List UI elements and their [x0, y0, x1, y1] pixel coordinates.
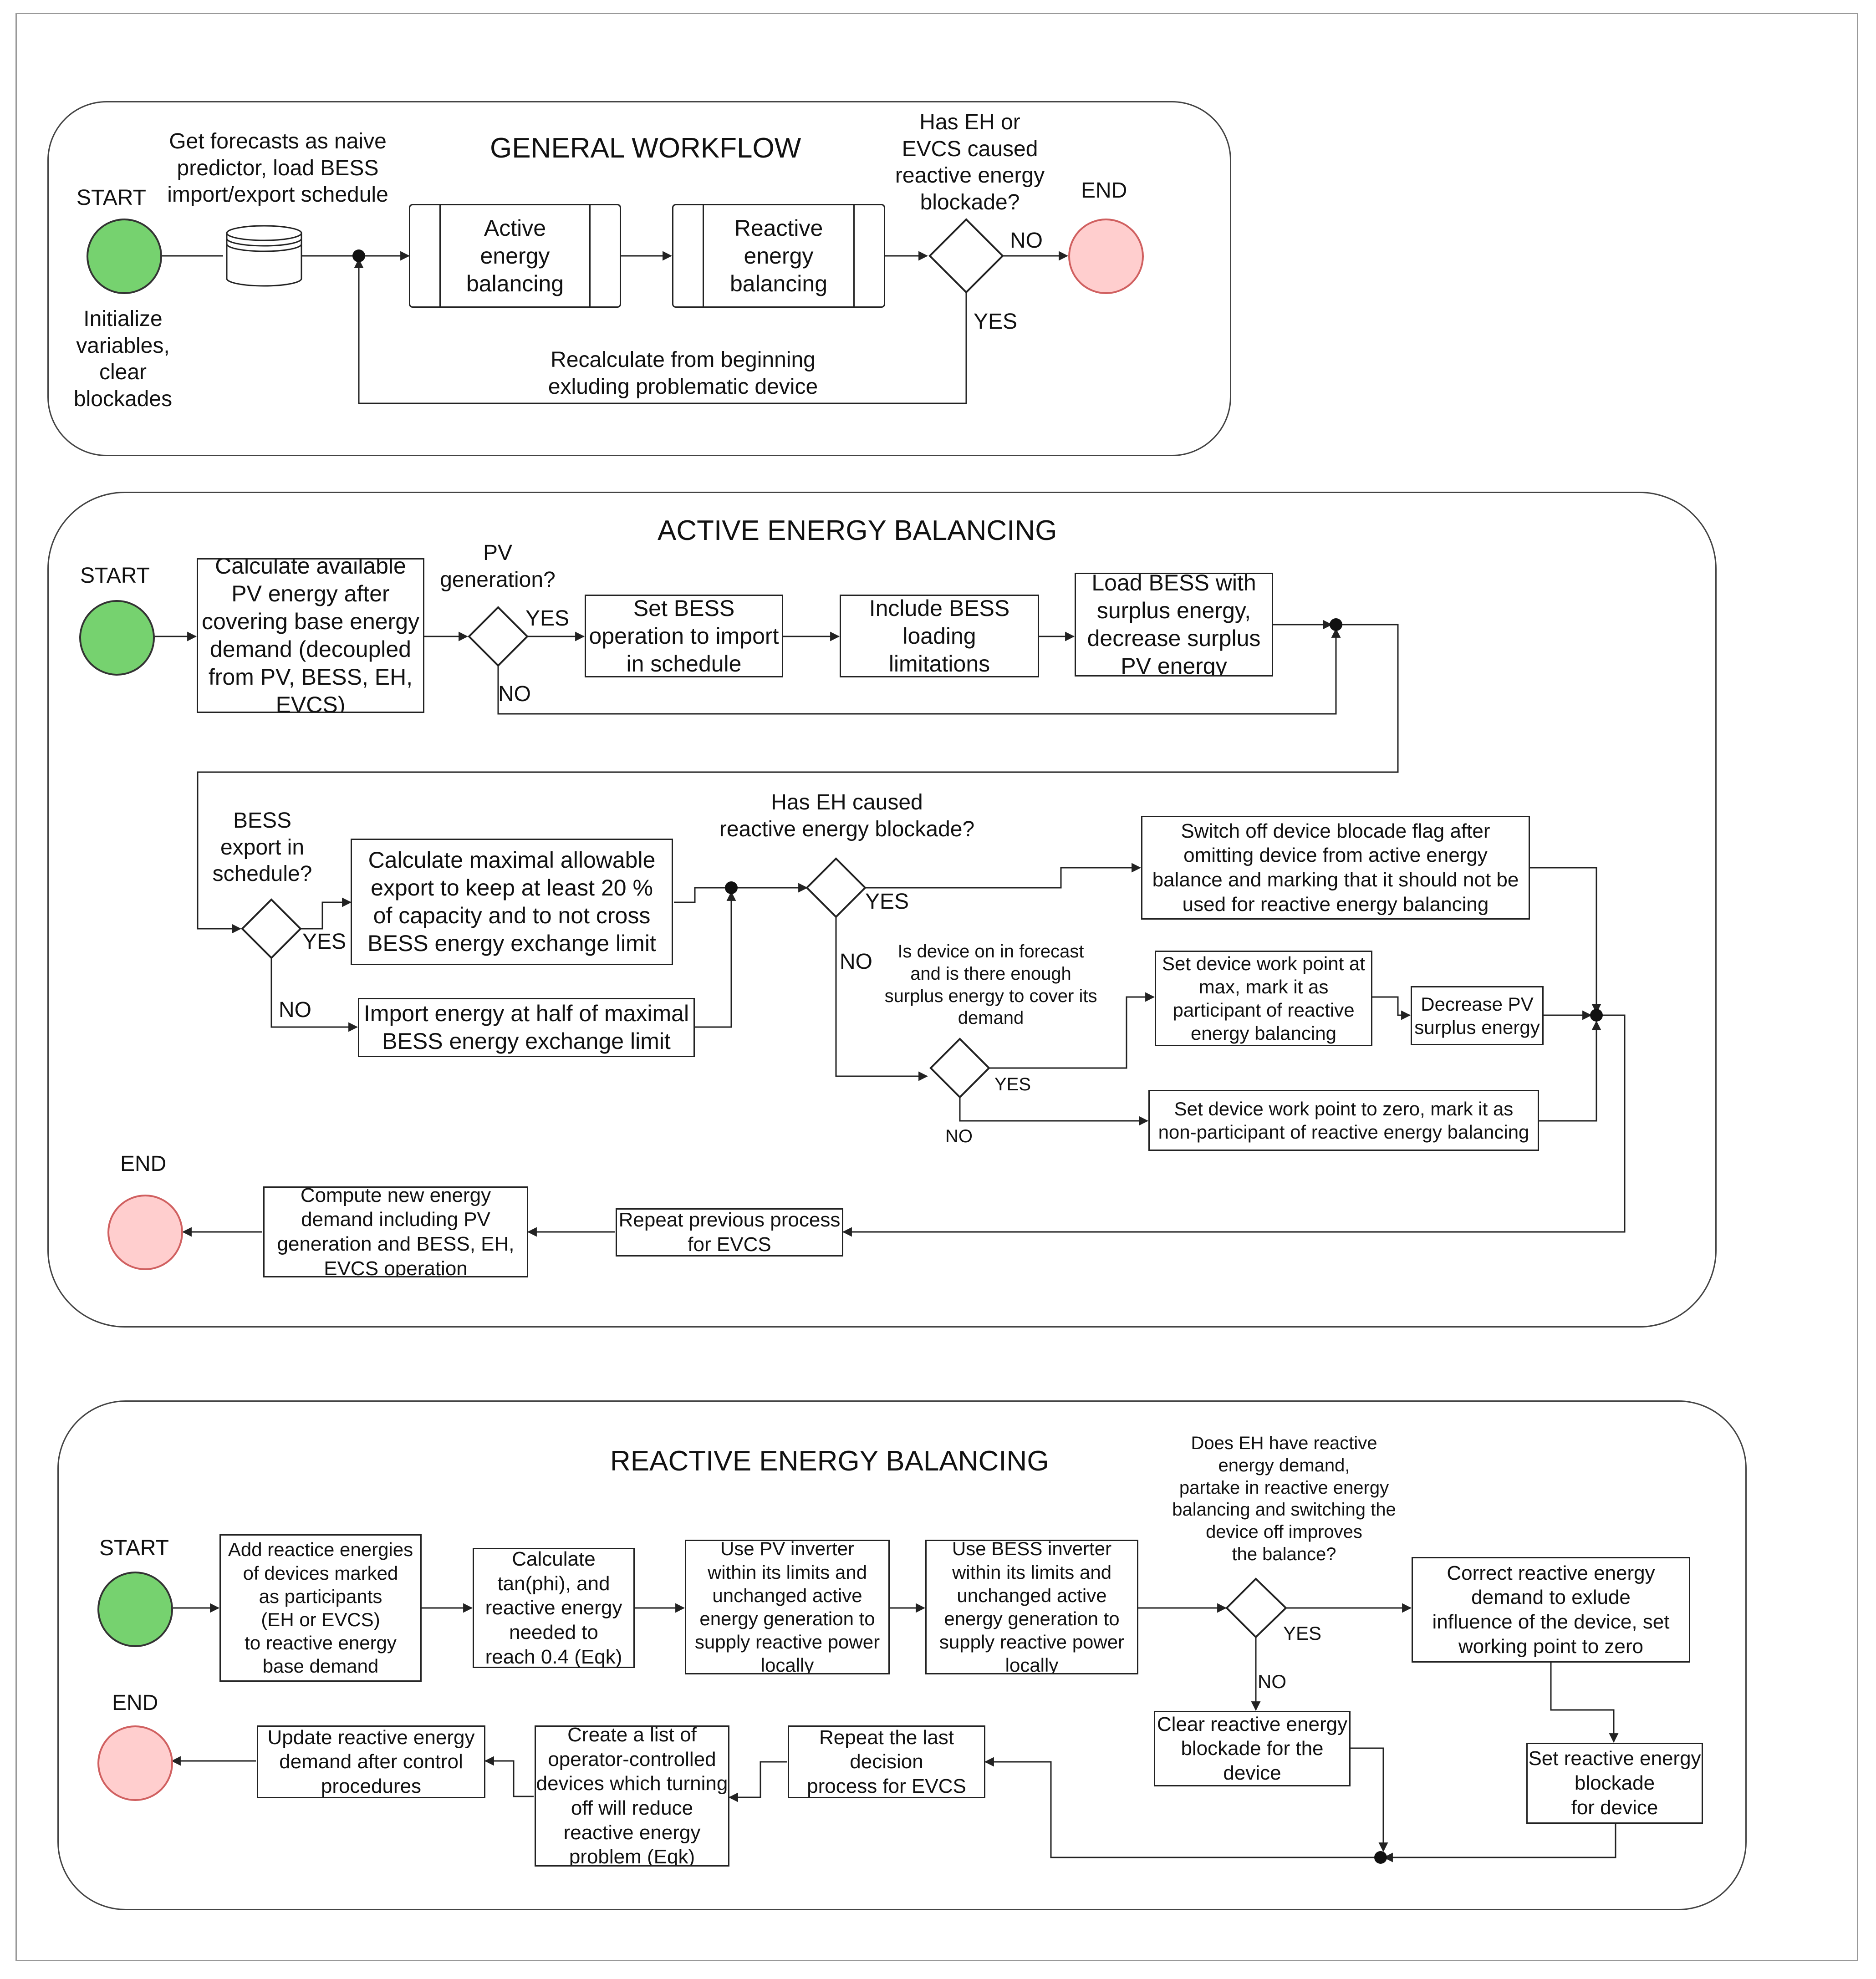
general-forecast-note: Get forecasts as naive predictor, load B…	[167, 129, 388, 207]
eh-reactive-demand-question: Does EH have reactive energy demand, par…	[1172, 1433, 1396, 1564]
eh-blockade-question: Has EH caused reactive energy blockade?	[719, 790, 975, 841]
decision-diamond-eh	[805, 857, 867, 918]
correct-reactive-demand-box[interactable]: Correct reactive energy demand to exlude…	[1412, 1557, 1690, 1663]
active-start-label: START	[80, 564, 150, 588]
set-device-max-box[interactable]: Set device work point at max, mark it as…	[1155, 951, 1372, 1046]
set-reactive-blockade-box[interactable]: Set reactive energy blockade for device	[1526, 1743, 1703, 1824]
calc-available-pv-box[interactable]: Calculate available PV energy after cove…	[197, 558, 424, 713]
bess-no-label: NO	[279, 998, 311, 1022]
active-energy-balancing-section	[47, 492, 1717, 1328]
calculate-tan-phi-box[interactable]: Calculate tan(phi), and reactive energy …	[473, 1548, 635, 1668]
use-pv-inverter-box[interactable]: Use PV inverter within its limits and un…	[685, 1540, 890, 1674]
reactive-start-label: START	[99, 1536, 169, 1560]
general-loop-note: Recalculate from beginning exluding prob…	[548, 348, 818, 399]
general-init-note: Initialize variables, clear blockades	[73, 307, 173, 411]
reactive-energy-balancing-section	[57, 1400, 1747, 1910]
active-balancing-title: ACTIVE ENERGY BALANCING	[658, 515, 1057, 546]
general-yes-label: YES	[974, 310, 1018, 334]
decision-diamond-bess	[241, 898, 302, 959]
reactive-yes-label: YES	[1283, 1623, 1322, 1644]
decision-diamond-pv	[468, 606, 529, 667]
decrease-pv-surplus-box[interactable]: Decrease PV surplus energy	[1411, 986, 1544, 1045]
load-bess-surplus-box[interactable]: Load BESS with surplus energy, decrease …	[1075, 573, 1273, 677]
general-decision-label: Has EH or EVCS caused reactive energy bl…	[895, 110, 1045, 214]
general-workflow-title: GENERAL WORKFLOW	[490, 132, 801, 164]
create-operator-list-box[interactable]: Create a list of operator-controlled dev…	[535, 1725, 729, 1867]
device-on-forecast-question: Is device on in forecast and is there en…	[884, 941, 1097, 1028]
pv-no-label: NO	[498, 682, 531, 706]
reactive-energy-balancing-subprocess[interactable]: Reactive energy balancing	[672, 204, 885, 308]
add-reactive-energies-box[interactable]: Add reactice energies of devices marked …	[219, 1534, 422, 1682]
active-energy-balancing-subprocess[interactable]: Active energy balancing	[409, 204, 621, 308]
eh-yes-label: YES	[865, 890, 909, 914]
use-bess-inverter-box[interactable]: Use BESS inverter within its limits and …	[925, 1540, 1138, 1674]
repeat-process-evcs-box[interactable]: Repeat previous process for EVCS	[616, 1208, 843, 1257]
general-end-label: END	[1081, 178, 1127, 203]
active-end-node[interactable]	[107, 1195, 183, 1270]
reactive-end-node[interactable]	[97, 1725, 173, 1801]
reactive-end-label: END	[112, 1691, 158, 1715]
pv-generation-question: PV generation?	[440, 541, 556, 592]
repeat-last-decision-box[interactable]: Repeat the last decision process for EVC…	[788, 1725, 985, 1798]
active-start-node[interactable]	[79, 600, 155, 676]
pv-yes-label: YES	[525, 606, 570, 631]
update-reactive-demand-box[interactable]: Update reactive energy demand after cont…	[257, 1725, 485, 1798]
eh-no-label: NO	[840, 950, 872, 974]
include-bess-loading-box[interactable]: Include BESS loading limitations	[840, 595, 1039, 677]
calc-maximal-export-box[interactable]: Calculate maximal allowable export to ke…	[351, 839, 673, 965]
bess-export-question: BESS export in schedule?	[212, 809, 312, 886]
decision-diamond-reactive	[1225, 1577, 1287, 1638]
general-end-node[interactable]	[1068, 219, 1144, 294]
reactive-no-label: NO	[1258, 1671, 1286, 1692]
general-workflow-section	[47, 101, 1231, 456]
compute-new-demand-box[interactable]: Compute new energy demand including PV g…	[263, 1186, 528, 1277]
active-end-label: END	[120, 1152, 167, 1176]
decision-diamond-general	[928, 218, 1004, 294]
import-energy-half-box[interactable]: Import energy at half of maximal BESS en…	[358, 998, 695, 1057]
reactive-balancing-title: REACTIVE ENERGY BALANCING	[610, 1445, 1049, 1477]
database-icon	[226, 225, 302, 287]
device-yes-label: YES	[994, 1074, 1031, 1094]
switch-off-device-flag-box[interactable]: Switch off device blocade flag after omi…	[1141, 816, 1530, 920]
reactive-start-node[interactable]	[97, 1572, 173, 1647]
bess-yes-label: YES	[302, 930, 347, 954]
set-device-zero-box[interactable]: Set device work point to zero, mark it a…	[1148, 1090, 1539, 1151]
decision-diamond-device	[929, 1038, 990, 1099]
general-start-label: START	[76, 186, 146, 210]
figure-frame	[15, 13, 1858, 1961]
general-start-node[interactable]	[87, 219, 162, 294]
set-bess-import-box[interactable]: Set BESS operation to import in schedule	[585, 595, 783, 677]
device-no-label: NO	[945, 1126, 973, 1146]
clear-reactive-blockade-box[interactable]: Clear reactive energy blockade for the d…	[1154, 1711, 1351, 1786]
general-no-label: NO	[1010, 229, 1043, 253]
